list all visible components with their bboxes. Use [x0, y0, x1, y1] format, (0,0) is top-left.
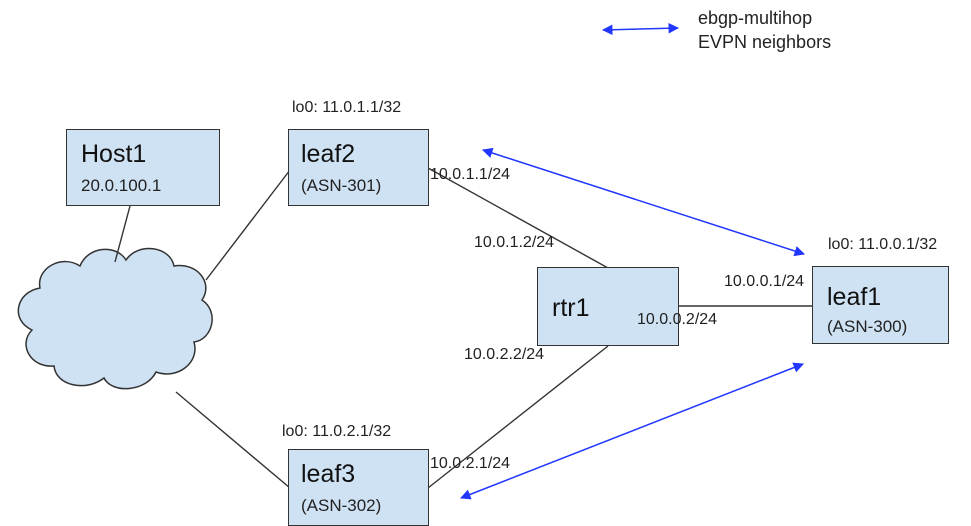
ip-rtr1-leaf2-side: 10.0.1.2/24: [474, 234, 555, 251]
legend-label: ebgp-multihop EVPN neighbors: [698, 6, 831, 54]
legend-line-2: EVPN neighbors: [698, 32, 832, 52]
leaf2-loopback: lo0: 11.0.1.1/32: [292, 99, 402, 116]
leaf3-name: leaf3: [301, 460, 356, 488]
legend-line-1: ebgp-multihop: [698, 8, 813, 28]
leaf2-name: leaf2: [301, 140, 356, 168]
legend-arrow: [601, 23, 680, 35]
link-host1-cloud: [114, 205, 131, 263]
leaf1-loopback: lo0: 11.0.0.1/32: [828, 236, 938, 253]
leaf2-node[interactable]: leaf2 (ASN-301): [288, 129, 429, 206]
ip-rtr1-leaf1-side: 10.0.0.2/24: [637, 311, 718, 328]
host1-name: Host1: [81, 140, 147, 168]
leaf1-node[interactable]: leaf1 (ASN-300): [812, 266, 949, 344]
evpn-arrow-leaf2-leaf1: [482, 147, 805, 257]
leaf2-asn: (ASN-301): [301, 176, 382, 195]
host1-node[interactable]: Host1 20.0.100.1: [66, 129, 220, 206]
ip-leaf1-side: 10.0.0.1/24: [724, 273, 805, 290]
leaf3-loopback: lo0: 11.0.2.1/32: [282, 423, 392, 440]
rtr1-node[interactable]: rtr1: [537, 267, 679, 346]
link-cloud-leaf2: [205, 169, 291, 281]
ip-rtr1-leaf3-side: 10.0.2.2/24: [464, 346, 545, 363]
ip-leaf2-side: 10.0.1.1/24: [430, 166, 511, 183]
ip-leaf3-side: 10.0.2.1/24: [430, 455, 511, 472]
evpn-arrow-leaf3-leaf1: [460, 362, 804, 500]
rtr1-name: rtr1: [552, 294, 590, 322]
leaf1-name: leaf1: [827, 283, 882, 311]
link-cloud-leaf3: [175, 391, 291, 489]
leaf1-asn: (ASN-300): [827, 317, 908, 336]
cloud-icon: [17, 247, 213, 390]
leaf3-asn: (ASN-302): [301, 496, 382, 515]
leaf3-node[interactable]: leaf3 (ASN-302): [288, 449, 429, 526]
host1-address: 20.0.100.1: [81, 176, 162, 195]
